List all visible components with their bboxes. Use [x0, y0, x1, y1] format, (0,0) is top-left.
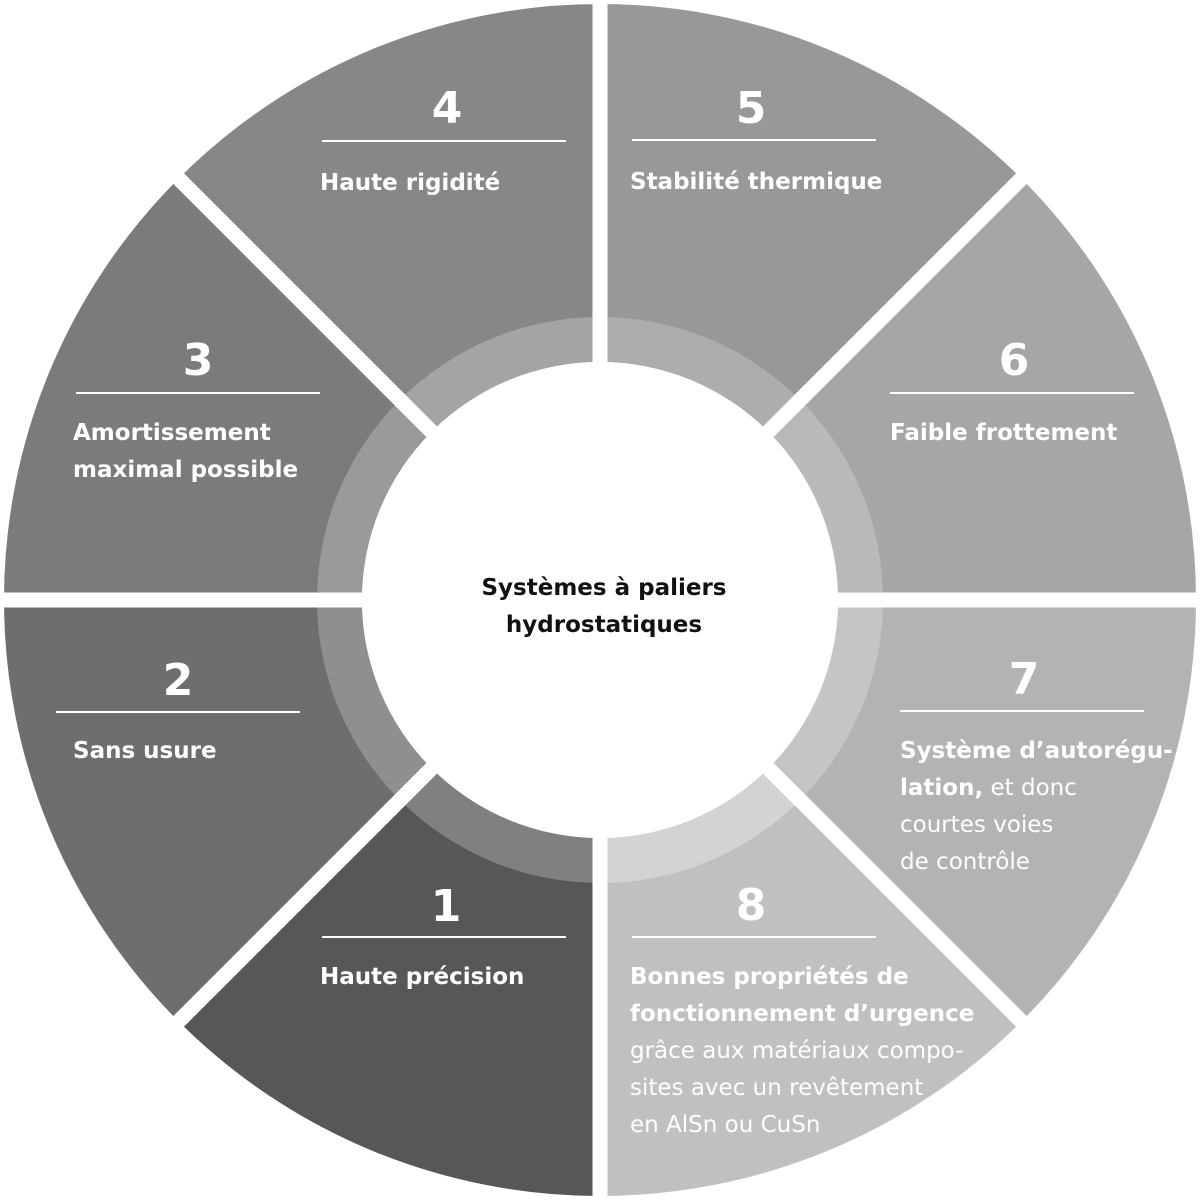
segment-7-outer: [799, 600, 1196, 1022]
segment-8-text-line: sites avec un revêtement: [630, 1075, 923, 1101]
segment-6-outer: [799, 178, 1196, 600]
center-title-line1: Systèmes à paliers: [481, 575, 726, 601]
segment-5-number: 5: [736, 83, 767, 134]
segment-7-inner: [768, 600, 883, 801]
segment-5-inner: [600, 317, 801, 432]
segment-1-outer: [178, 799, 600, 1196]
segment-8-text-line: grâce aux matériaux compo-: [630, 1038, 963, 1064]
segment-6-number: 6: [999, 335, 1030, 386]
center-circle: [362, 362, 838, 838]
center-title-line2: hydrostatiques: [506, 612, 702, 638]
segment-4-text-line: Haute rigidité: [320, 170, 500, 196]
segment-5-text-line: Stabilité thermique: [630, 169, 882, 195]
segment-8-outer: [600, 799, 1022, 1196]
divider-8: [156, 156, 464, 464]
segment-2-text-line: Sans usure: [73, 738, 217, 764]
segment-6-inner: [768, 399, 883, 600]
segment-4-inner: [399, 317, 600, 432]
segment-3-inner: [317, 399, 432, 600]
segment-6-text-line: Faible frottement: [890, 420, 1117, 446]
segment-1-number: 1: [431, 881, 462, 932]
segment-8-text-line: Bonnes propriétés de: [630, 964, 909, 990]
segment-3-number: 3: [183, 335, 214, 386]
segment-3-text-line: Amortissement: [73, 420, 271, 446]
divider-6: [156, 736, 464, 1044]
segment-8-text-line: fonctionnement d’urgence: [630, 1001, 974, 1027]
segment-7-text-line: Système d’autorégu-: [900, 738, 1173, 764]
segment-5-outer: [600, 4, 1022, 401]
segment-7-text-line: lation, et donc: [900, 775, 1077, 801]
inner-ring: [317, 317, 883, 884]
segment-8-inner: [600, 768, 801, 883]
segment-1-inner: [399, 768, 600, 884]
segment-7-number: 7: [1009, 654, 1040, 705]
segment-8-text-line: en AlSn ou CuSn: [630, 1112, 820, 1138]
segment-1-text-line: Haute précision: [320, 964, 524, 990]
divider-2: [736, 156, 1044, 464]
segment-2-outer: [4, 600, 401, 1022]
segment-2-inner: [317, 600, 432, 801]
segment-3-outer: [4, 178, 401, 600]
divider-4: [736, 736, 1044, 1044]
segment-4-outer: [178, 4, 600, 401]
segment-7-text-line: de contrôle: [900, 849, 1030, 875]
segment-8-number: 8: [736, 880, 767, 931]
segment-7-text-line: courtes voies: [900, 812, 1053, 838]
segment-4-number: 4: [432, 83, 463, 134]
outer-ring: [4, 4, 1196, 1196]
segment-2-number: 2: [163, 655, 194, 706]
segment-3-text-line: maximal possible: [73, 457, 298, 483]
